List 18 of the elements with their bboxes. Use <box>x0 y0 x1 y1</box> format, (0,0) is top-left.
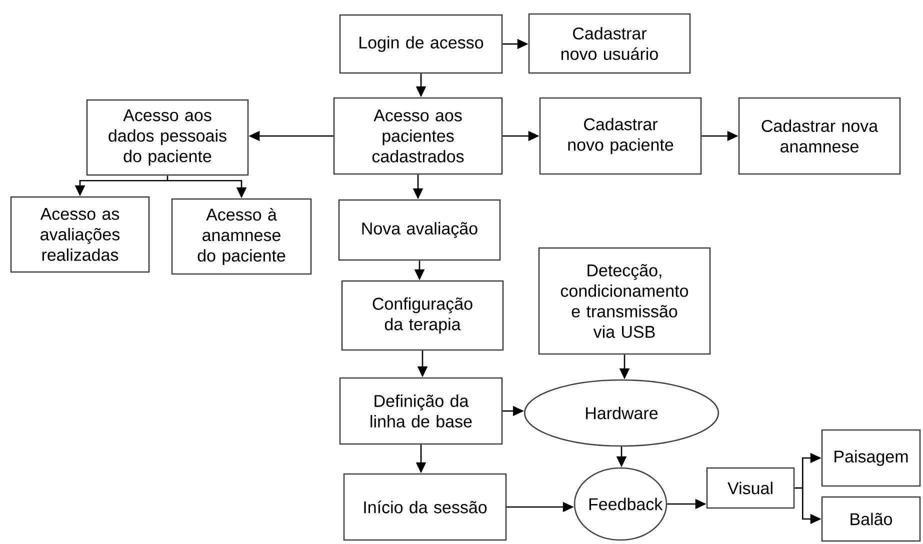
process-box: Detecção, condicionamento e transmissão via USB <box>538 247 711 355</box>
process-box: Login de acesso <box>339 14 503 74</box>
process-box: Acesso aos dados pessoais do paciente <box>86 99 249 176</box>
process-box: Definição da linha de base <box>339 377 503 445</box>
process-box: Balão <box>821 496 921 542</box>
process-box: Paisagem <box>821 429 921 487</box>
process-box: Acesso aos pacientes cadastrados <box>333 97 503 175</box>
connector-line <box>166 176 168 181</box>
process-box: Acesso à anamnese do paciente <box>171 198 312 275</box>
connector-line <box>794 487 803 489</box>
process-box: Cadastrar nova anamnese <box>738 97 901 175</box>
process-box: Configuração da terapia <box>341 280 504 351</box>
process-box: Cadastrar novo usuário <box>528 13 691 74</box>
process-box: Acesso as avaliações realizadas <box>10 196 150 273</box>
process-box: Nova avaliação <box>338 199 501 261</box>
process-box: Início da sessão <box>343 473 507 541</box>
process-box: Visual <box>706 467 795 509</box>
process-box: Cadastrar novo paciente <box>539 97 702 175</box>
